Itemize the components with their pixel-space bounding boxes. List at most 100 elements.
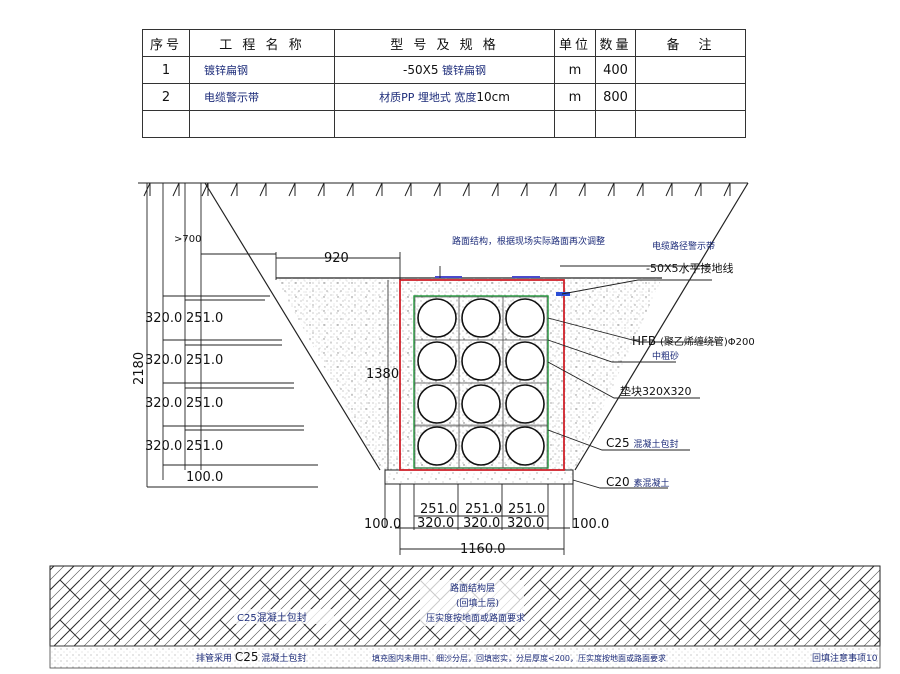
earth-tick [404,182,412,197]
earth-tick [172,182,180,197]
duct-pipe [461,426,501,466]
warning-tape-note: 电缆路径警示带 [652,240,715,252]
bottom-left-note: 排管采用 C25 混凝土包封 [196,650,306,664]
earth-tick [723,182,731,197]
earth-tick [375,182,383,197]
duct-pipe [505,426,545,466]
pave-title: 路面结构层 [450,582,495,594]
leader-lines [439,265,720,489]
bottom-320-label: 320.0 [463,516,500,531]
left-dimension-lines [146,183,318,488]
earth-tick [201,182,209,197]
bottom-320-label: 320.0 [507,516,544,531]
earth-tick [288,182,296,197]
duct-pipe [417,298,457,338]
earth-tick [462,182,470,197]
bottom-dimension-lines [384,484,574,555]
left-dim-b: 251.0 [186,353,223,368]
material-table: 序号 工 程 名 称 型 号 及 规 格 单位 数量 备 注 1 镀锌扁钢 -5… [142,29,746,138]
bottom-left-b: C25 [235,650,259,664]
c20-note: C20 素混凝土 [606,475,670,489]
row-spec-a: 材质PP 埋地式 宽度 [379,91,477,104]
row-spec-b: 镀锌扁钢 [438,64,486,77]
table-row: 1 镀锌扁钢 -50X5 镀锌扁钢 m 400 [142,56,746,84]
duct-pipe [505,384,545,424]
row-spec [334,110,555,138]
bottom-251-label: 251.0 [420,502,457,517]
row-spec-a: -50X5 [403,63,439,77]
row-name: 电缆警示带 [189,83,335,111]
left-dim-b: 251.0 [186,439,223,454]
duct-pipe [461,341,501,381]
left-dim-a: 320.0 [145,353,182,368]
paving-base [49,645,881,669]
pave-req: 压实度按地面或路面要求 [426,612,525,624]
earth-tick [230,182,238,197]
bottom-center-note: 填充图内未用中、细沙分层，回填密实，分层厚度<200，压实度按地面或路面要求 [372,653,666,663]
row-spec: 材质PP 埋地式 宽度10cm [334,83,555,111]
left-dim-a: 320.0 [145,439,182,454]
duct-pipe [505,341,545,381]
table-header-row: 序号 工 程 名 称 型 号 及 规 格 单位 数量 备 注 [142,29,746,57]
earth-tick [520,182,528,197]
earth-hatch-marks [143,182,731,197]
row-spec-b: 10cm [476,90,510,104]
left-dim-100: 100.0 [186,470,223,485]
earth-tick [694,182,702,197]
earth-tick [665,182,673,197]
duct-cell [502,382,548,427]
bottom-left-c: 混凝土包封 [261,652,306,664]
road-structure-note: 路面结构，根据现场实际路面再次调整 [452,235,605,247]
duct-pipe [461,298,501,338]
row-name: 镀锌扁钢 [189,56,335,84]
earth-tick [549,182,557,197]
flat-steel-note: -50X5水平接地线 [646,261,734,275]
row-unit [554,110,596,138]
hfb-note: HFB (聚乙烯缠绕管)Φ200 [632,334,755,348]
pave-sub: (回填土层) [456,597,499,609]
earth-tick [317,182,325,197]
earth-tick [346,182,354,197]
table-row: 2 电缆警示带 材质PP 埋地式 宽度10cm m 800 [142,83,746,111]
left-dim-a: 320.0 [145,311,182,326]
earth-tick [259,182,267,197]
duct-pipe [461,384,501,424]
earth-tick [607,182,615,197]
left-dim-a: 320.0 [145,396,182,411]
duct-pipe [505,298,545,338]
pad-note: 垫块320X320 [620,384,692,398]
c25-note: C25 混凝土包封 [606,436,679,450]
dim-1380-label: 1380 [366,367,399,382]
pave-c25: C25混凝土包封 [237,611,307,624]
c25-suffix: 混凝土包封 [633,438,678,450]
header-unit: 单位 [554,29,596,57]
header-name: 工 程 名 称 [189,29,335,57]
row-no: 1 [142,56,190,84]
bottom-100-left-label: 100.0 [364,517,401,532]
bottom-251-label: 251.0 [508,502,545,517]
c25-label: C25 [606,436,630,450]
row-no [142,110,190,138]
left-dim-b: 251.0 [186,396,223,411]
table-row [142,110,746,138]
earth-tick [433,182,441,197]
dim-700-label: >700 [174,234,201,245]
duct-pipe [417,384,457,424]
c20-base [384,469,574,485]
bottom-320-label: 320.0 [417,516,454,531]
duct-pipe [417,341,457,381]
row-note [635,83,746,111]
c20-label: C20 [606,475,630,489]
dim-2180-label: 2180 [132,352,147,385]
earth-tick [491,182,499,197]
duct-array [414,296,548,469]
sand-note: 中粗砂 [652,350,679,362]
row-note [635,110,746,138]
row-unit: m [554,56,596,84]
header-no: 序号 [142,29,190,57]
duct-cell [502,424,548,469]
hfb-desc: (聚乙烯缠绕管)Φ200 [660,335,755,348]
bottom-left-a: 排管采用 [196,652,232,664]
row-name [189,110,335,138]
